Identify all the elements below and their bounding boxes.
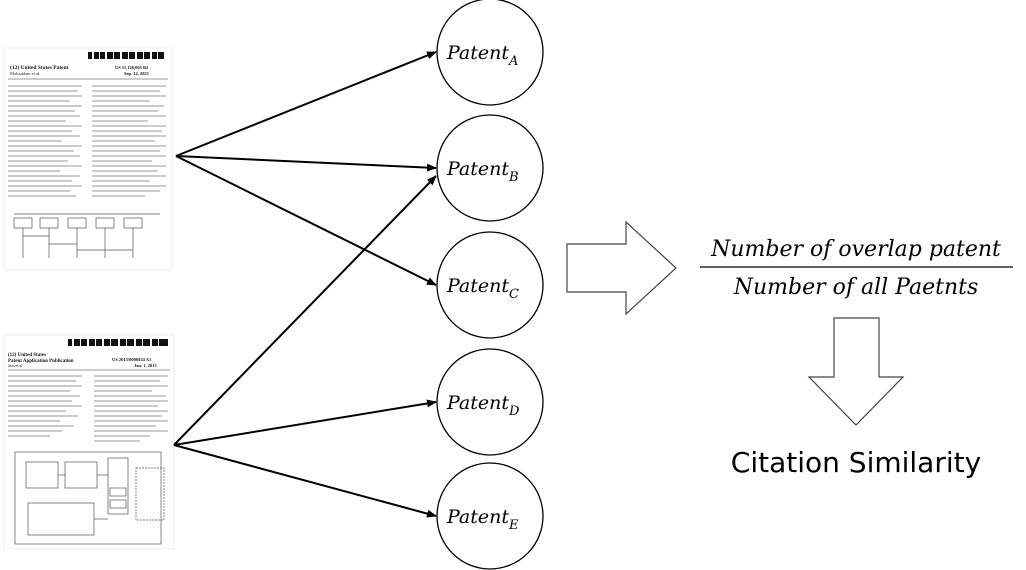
source-patent-document-2: (12) United States Patent Application Pu… bbox=[3, 334, 175, 550]
arrow-doc1-to-patent-c bbox=[175, 155, 437, 286]
citation-arrows bbox=[173, 51, 437, 518]
citation-similarity-label: Citation Similarity bbox=[731, 446, 981, 479]
patent-node-e: PatentE bbox=[436, 462, 544, 570]
patent-a-name: Patent bbox=[446, 42, 509, 64]
svg-text:PatentD: PatentD bbox=[446, 392, 520, 419]
patent-d-subscript: D bbox=[508, 404, 520, 419]
svg-text:PatentA: PatentA bbox=[446, 42, 518, 69]
right-block-arrow-icon bbox=[566, 220, 677, 316]
doc1-date: Sep. 14, 2021 bbox=[124, 71, 150, 76]
formula-numerator: Number of overlap patent bbox=[710, 237, 1001, 262]
doc1-header-line1: (12) United States Patent bbox=[10, 64, 69, 71]
doc2-text-lines bbox=[8, 375, 168, 442]
barcode-icon bbox=[68, 339, 168, 346]
patent-node-b: PatentB bbox=[436, 114, 544, 222]
arrow-doc2-to-patent-d bbox=[173, 399, 437, 446]
doc1-patent-number: US 11,126,065 B2 bbox=[115, 65, 149, 70]
svg-text:PatentE: PatentE bbox=[446, 506, 519, 533]
arrow-doc2-to-patent-e bbox=[173, 444, 437, 518]
patent-e-name: Patent bbox=[446, 506, 509, 528]
patent-c-subscript: C bbox=[509, 287, 519, 302]
doc2-header-line3: Jain et al. bbox=[8, 363, 23, 368]
arrow-doc2-to-patent-b bbox=[173, 175, 437, 446]
patent-c-name: Patent bbox=[446, 275, 509, 297]
svg-text:PatentC: PatentC bbox=[446, 275, 519, 302]
doc2-header-line1: (12) United States bbox=[8, 353, 46, 358]
doc2-figure bbox=[14, 451, 165, 545]
arrow-doc1-to-patent-a bbox=[175, 51, 437, 157]
doc1-text-lines bbox=[8, 85, 166, 197]
doc2-patent-number: US 2015/0006924 A1 bbox=[112, 357, 152, 362]
svg-text:PatentB: PatentB bbox=[446, 158, 519, 185]
patent-node-c: PatentC bbox=[436, 231, 544, 339]
down-block-arrow-icon bbox=[807, 317, 905, 426]
source-patent-document-1: (12) United States Patent Mohaddam et al… bbox=[3, 47, 173, 271]
patent-b-name: Patent bbox=[446, 158, 509, 180]
doc2-header-line2: Patent Application Publication bbox=[8, 359, 74, 364]
arrow-doc1-to-patent-b bbox=[175, 155, 437, 172]
patent-node-a: PatentA bbox=[436, 0, 544, 106]
formula-denominator: Number of all Paetnts bbox=[733, 275, 979, 300]
patent-e-subscript: E bbox=[508, 518, 519, 533]
patent-d-name: Patent bbox=[446, 392, 509, 414]
barcode-icon bbox=[88, 52, 164, 59]
patent-a-subscript: A bbox=[508, 54, 518, 69]
doc2-date: Jan. 1, 2015 bbox=[134, 363, 158, 368]
patent-node-d: PatentD bbox=[436, 348, 544, 456]
doc1-figure bbox=[13, 213, 160, 258]
doc1-header-line2: Mohaddam et al. bbox=[10, 71, 40, 76]
patent-b-subscript: B bbox=[508, 170, 519, 185]
similarity-formula: Number of overlap patent Number of all P… bbox=[700, 237, 1013, 300]
